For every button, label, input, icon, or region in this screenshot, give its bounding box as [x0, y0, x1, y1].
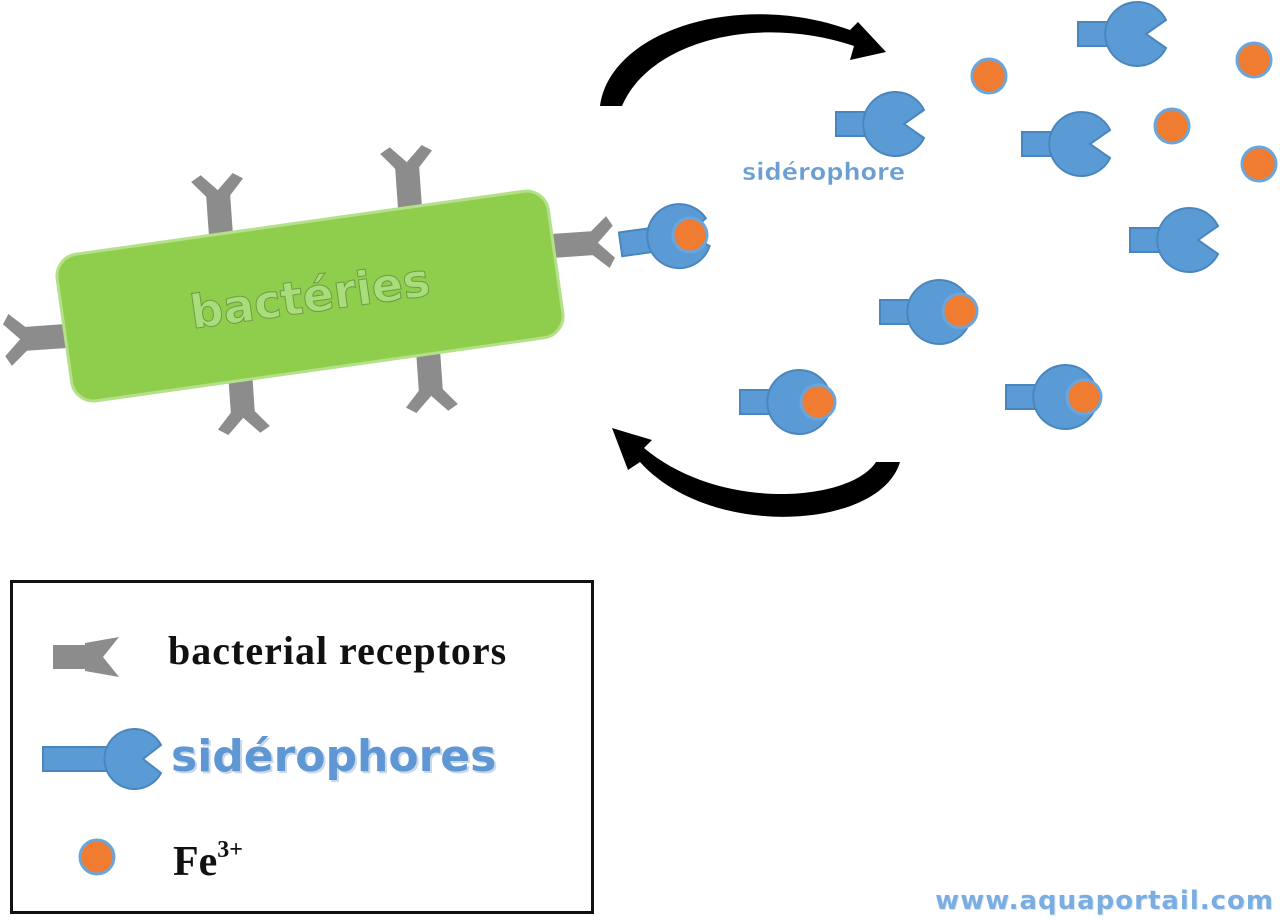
- iron-icon: [1235, 41, 1273, 79]
- iron-icon: [799, 383, 837, 421]
- iron-icon: [1240, 145, 1278, 183]
- iron-icon: [78, 838, 116, 876]
- bottom-curved-arrow: [612, 428, 900, 517]
- legend-row-iron: Fe3+: [13, 583, 591, 885]
- legend-iron-label: Fe3+: [173, 837, 243, 886]
- legend-row-receptor: bacterial receptors: [13, 583, 591, 677]
- legend-row-siderophore: sidérophores: [13, 583, 591, 790]
- legend-siderophore-label: sidérophores: [171, 731, 497, 782]
- iron-icon: [970, 57, 1008, 95]
- iron-icon: [1153, 107, 1191, 145]
- iron-icon: [941, 292, 979, 330]
- siderophore-label: sidérophore: [742, 158, 905, 186]
- siderophore-icon: [1129, 207, 1219, 273]
- docked-siderophore: [615, 199, 714, 278]
- bacterium: bactéries: [55, 189, 565, 403]
- siderophore-icon: [835, 91, 925, 157]
- iron-symbol: Fe: [173, 839, 218, 885]
- iron-icon: [671, 216, 709, 254]
- top-curved-arrow: [600, 14, 886, 106]
- loaded-siderophores: [739, 279, 1103, 435]
- legend-receptor-label: bacterial receptors: [168, 628, 508, 673]
- arrows: [600, 14, 900, 517]
- receptor-icon: [53, 637, 119, 677]
- watermark: www.aquaportail.com: [935, 886, 1274, 916]
- iron-icon: [1065, 378, 1103, 416]
- siderophore-icon: [1021, 111, 1111, 177]
- legend: bacterial receptors sidérophores Fe3+: [10, 580, 594, 914]
- siderophore-icon: [1077, 1, 1167, 68]
- iron-charge: 3+: [217, 837, 243, 863]
- siderophore-icon: [42, 728, 163, 790]
